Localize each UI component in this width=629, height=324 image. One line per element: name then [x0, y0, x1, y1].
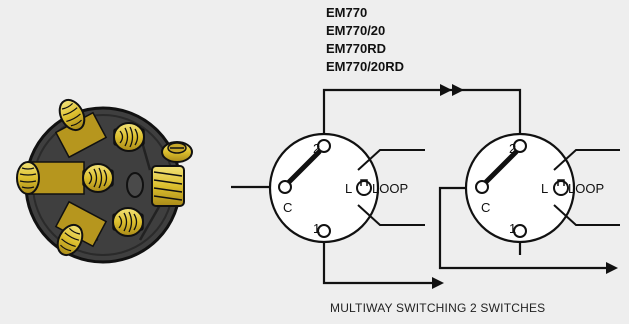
switch1-terminal-common: C: [283, 200, 292, 215]
switch2-terminal-1: 1: [509, 221, 516, 236]
output-arrowhead: [606, 262, 618, 274]
bottom-arrowhead: [432, 277, 444, 289]
switch1-terminal-2: 2: [313, 141, 320, 156]
wiring-lines: [231, 88, 608, 285]
strapper-bottom: [322, 237, 440, 285]
switch1-terminal-1: 1: [313, 221, 320, 236]
switch1-loop-label: LOOP: [372, 181, 408, 196]
diagram-caption: MULTIWAY SWITCHING 2 SWITCHES: [330, 301, 546, 315]
model-code: EM770/20RD: [326, 59, 405, 74]
top-arrowhead-2: [452, 84, 464, 96]
model-code: EM770: [326, 5, 368, 20]
model-code: EM770RD: [326, 41, 386, 56]
model-list: EM770 EM770/20 EM770RD EM770/20RD: [326, 4, 404, 76]
top-arrowhead-1: [440, 84, 452, 96]
model-code: EM770/20: [326, 23, 386, 38]
switch-1: 2 C 1 L LOOP: [268, 132, 425, 244]
output-line: [438, 186, 608, 270]
switch-2: 2 C 1 L LOOP: [464, 132, 620, 244]
strapper-top: [322, 88, 522, 139]
switch1-loop-terminal: L: [345, 181, 352, 196]
switch2-terminal-common: C: [481, 200, 490, 215]
switch2-terminal-2: 2: [509, 141, 516, 156]
switch2-loop-terminal: L: [541, 181, 548, 196]
switch2-loop-label: LOOP: [568, 181, 604, 196]
switch-terminal-illustration: [16, 94, 193, 264]
